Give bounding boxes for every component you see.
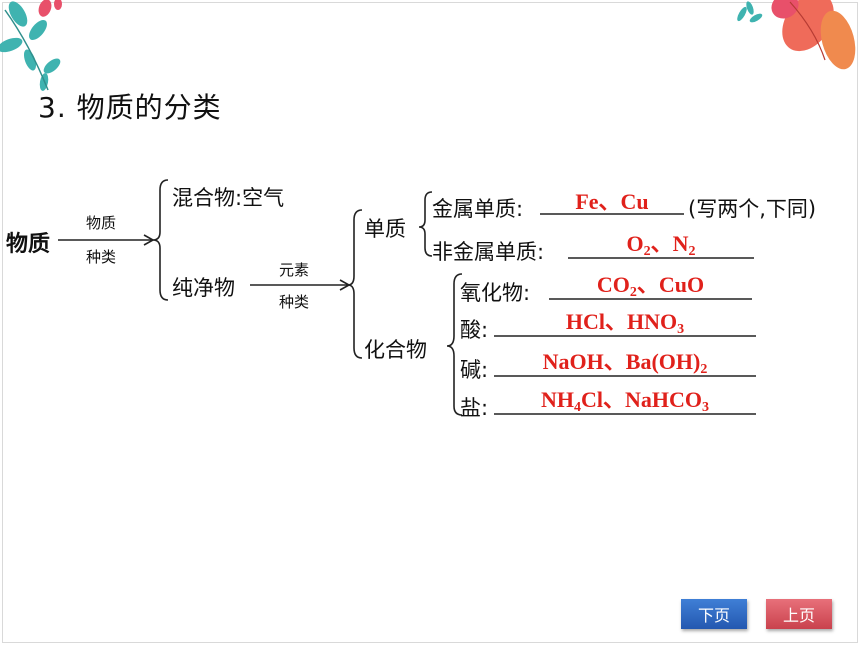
answer-salt-sub2: 3 (702, 400, 709, 415)
answer-acid-part1: HCl、HNO (565, 309, 678, 334)
answer-base-part1: NaOH、Ba(OH) (542, 349, 701, 374)
salt-name: 盐 (460, 396, 481, 420)
mixture-example: 空气 (242, 186, 285, 210)
answer-base-sub1: 2 (700, 362, 708, 377)
leaf-decoration-top-left (0, 0, 62, 91)
answer-metal: Fe、Cu (575, 189, 649, 214)
oxide-label: 氧化物: (460, 277, 530, 307)
oxide-name: 氧化物 (460, 281, 523, 305)
answer-nonmetal-part1: O (626, 231, 644, 256)
answer-salt-part2: Cl、NaHCO (580, 387, 702, 412)
acid-label: 酸: (460, 314, 488, 344)
salt-colon: : (481, 396, 489, 420)
base-name: 碱 (460, 358, 481, 382)
metal-colon: : (516, 197, 524, 221)
answer-acid-sub1: 3 (677, 322, 685, 337)
metal-label: 金属单质: (432, 193, 523, 223)
pure-arrow-label-bottom: 种类 (279, 293, 310, 311)
page-title: 3. 物质的分类 (38, 91, 222, 124)
nonmetal-name: 非金属单质 (432, 240, 537, 264)
answer-oxide-sub1: 2 (629, 285, 637, 300)
answer-salt-part1: NH (540, 387, 574, 412)
answer-salt: NH4Cl、NaHCO3 (494, 382, 756, 416)
metal-name: 金属单质 (432, 197, 516, 221)
pure-arrow-label-top: 元素 (279, 261, 310, 279)
oxide-colon: : (523, 281, 531, 305)
leaf-decoration-top-right (737, 0, 856, 70)
answer-base: NaOH、Ba(OH)2 (494, 344, 756, 378)
nonmetal-label: 非金属单质: (432, 236, 544, 266)
next-page-button[interactable]: 下页 (681, 599, 747, 629)
base-colon: : (481, 358, 489, 382)
mixture-name: 混合物 (172, 186, 235, 210)
root-label: 物质 (6, 232, 51, 257)
acid-colon: : (481, 318, 489, 342)
answer-oxide-part1: CO (596, 272, 630, 297)
answer-nonmetal-sub1: 2 (643, 244, 651, 259)
root-arrow-label-top: 物质 (86, 214, 117, 232)
compound-label: 化合物 (364, 338, 427, 362)
mixture-colon: : (235, 186, 243, 210)
answer-nonmetal: O2、N2 (568, 226, 754, 260)
pure-label: 纯净物 (172, 276, 235, 300)
acid-name: 酸 (460, 318, 481, 342)
base-label: 碱: (460, 354, 488, 384)
salt-label: 盐: (460, 392, 488, 422)
answer-salt-sub1: 4 (573, 400, 581, 415)
root-arrow-label-bottom: 种类 (86, 248, 117, 266)
answer-nonmetal-sub2: 2 (688, 244, 696, 259)
metal-note: (写两个,下同) (688, 197, 817, 221)
answer-acid: HCl、HNO3 (494, 304, 756, 338)
simple-substance-label: 单质 (364, 217, 406, 241)
answer-oxide: CO2、CuO (549, 267, 752, 301)
answer-oxide-part2: 、CuO (636, 272, 705, 297)
nonmetal-colon: : (537, 240, 545, 264)
mixture-label: 混合物:空气 (172, 182, 284, 212)
answer-nonmetal-part2: 、N (650, 231, 689, 256)
prev-page-button[interactable]: 上页 (766, 599, 832, 629)
